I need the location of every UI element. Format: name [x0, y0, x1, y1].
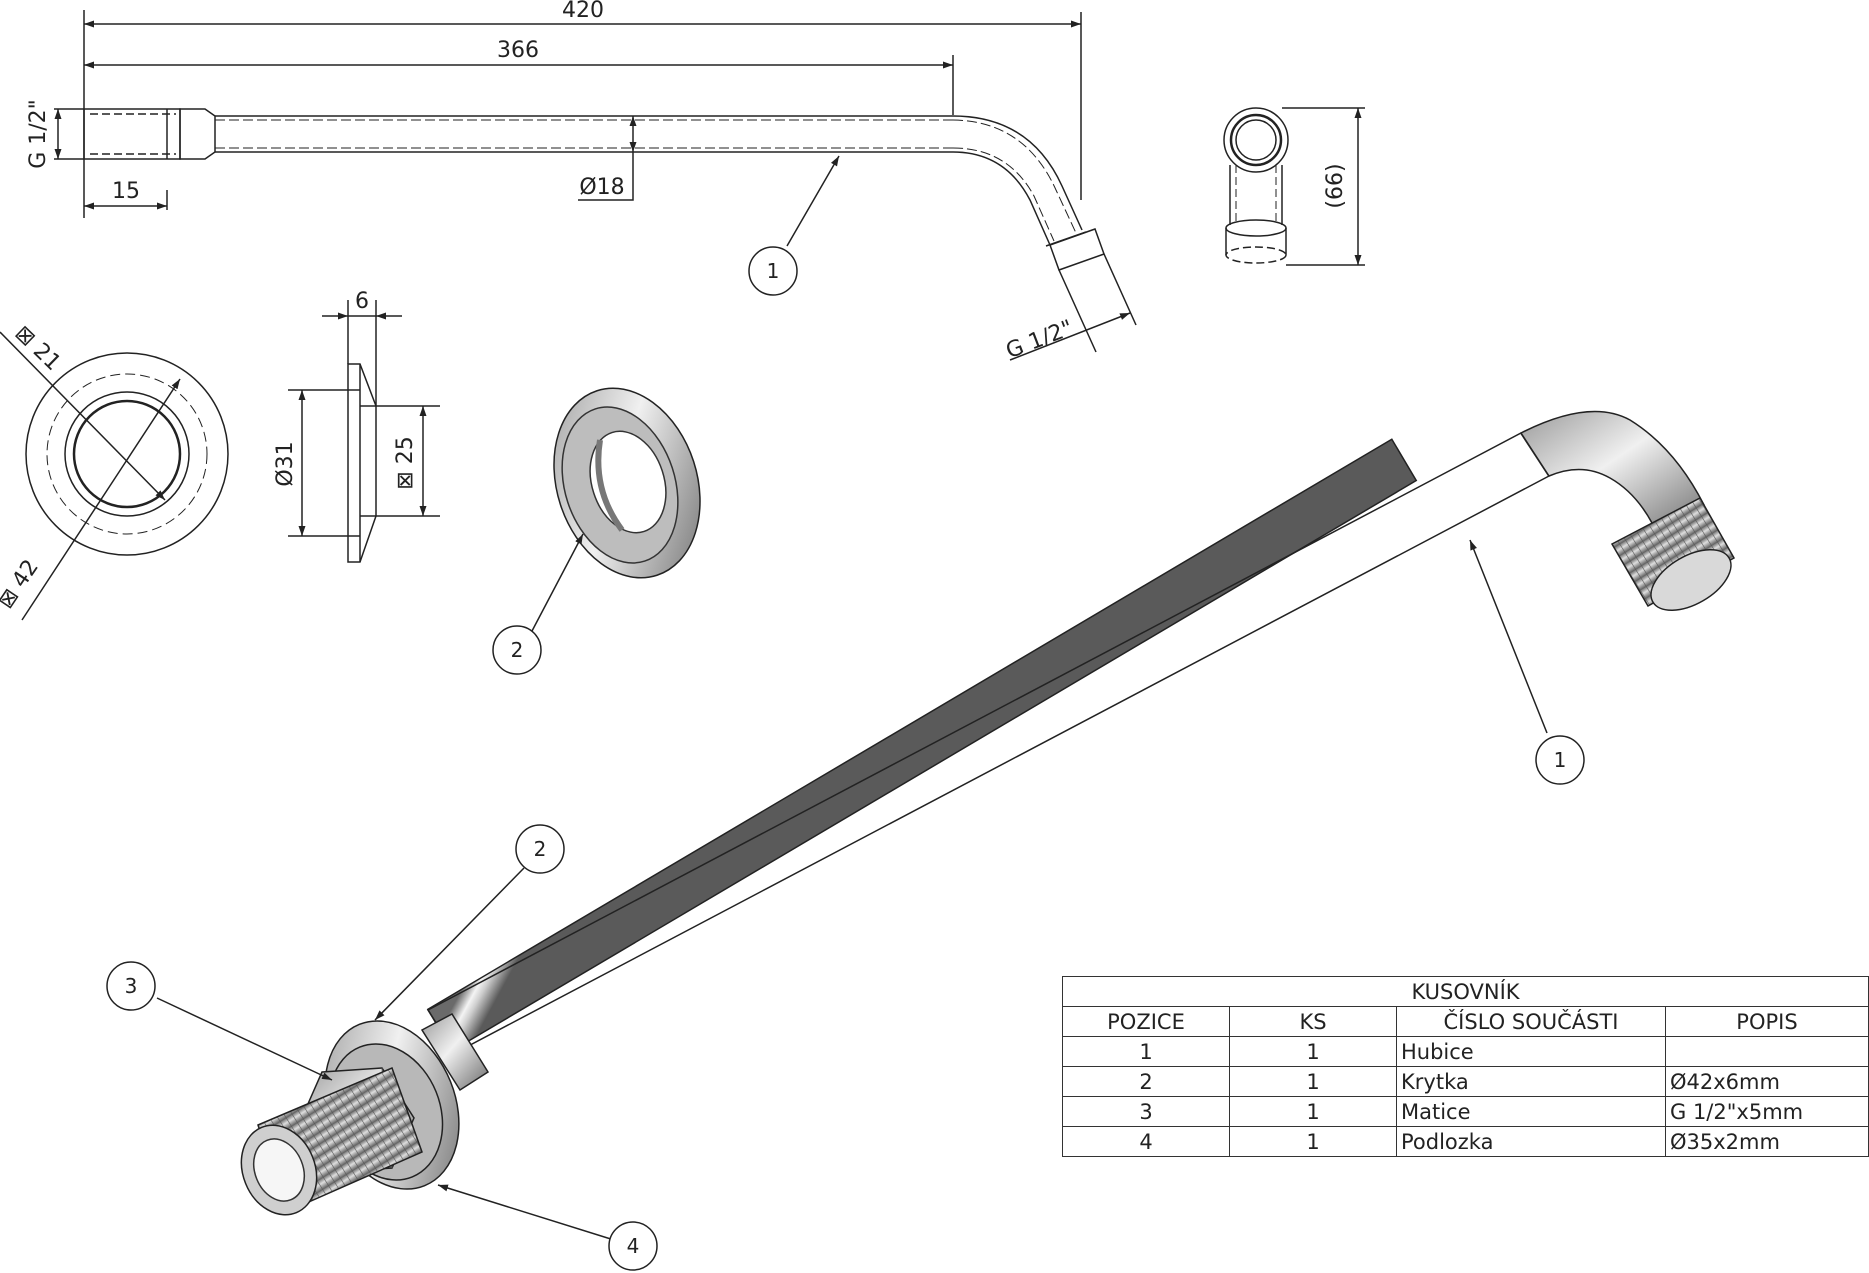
bom-cell-desc: G 1/2"x5mm [1665, 1096, 1869, 1127]
dim-cover-outer: ⊠ 42 [0, 555, 44, 613]
bom-title: KUSOVNÍK [1062, 976, 1869, 1007]
bom-header-row: POZICE KS ČÍSLO SOUČÁSTI POPIS [1062, 1006, 1869, 1037]
dim-cover-d31: Ø31 [273, 441, 298, 486]
dim-pipe-diameter: Ø18 [579, 175, 624, 200]
dim-thread-length: 15 [112, 179, 140, 204]
end-view [1223, 107, 1365, 266]
dim-cover-d25: ⊠ 25 [393, 436, 418, 489]
balloon-1-top: 1 [748, 246, 798, 296]
svg-text:1: 1 [767, 259, 780, 283]
table-row: 3 1 Matice G 1/2"x5mm [1062, 1096, 1869, 1127]
bom-cell-part: Matice [1396, 1096, 1666, 1127]
bom-title-row: KUSOVNÍK [1062, 976, 1869, 1007]
bom-header-ks: KS [1229, 1006, 1397, 1037]
bom-cell-pos: 3 [1062, 1096, 1230, 1127]
dim-cover-thickness: 6 [355, 289, 369, 314]
svg-text:4: 4 [627, 1234, 640, 1258]
cover-front-view [0, 331, 229, 621]
svg-text:2: 2 [511, 638, 524, 662]
cover-section-view [288, 300, 440, 563]
bom-cell-desc: Ø35x2mm [1665, 1126, 1869, 1157]
balloon-1-iso: 1 [1535, 735, 1585, 785]
svg-text:1: 1 [1554, 748, 1567, 772]
bom-cell-ks: 1 [1229, 1126, 1397, 1157]
bom-header-pozice: POZICE [1062, 1006, 1230, 1037]
side-view [54, 10, 1137, 361]
bom-table: KUSOVNÍK POZICE KS ČÍSLO SOUČÁSTI POPIS … [1062, 976, 1869, 1157]
bom-cell-part: Podlozka [1396, 1126, 1666, 1157]
table-row: 4 1 Podlozka Ø35x2mm [1062, 1126, 1869, 1157]
bom-cell-ks: 1 [1229, 1066, 1397, 1097]
svg-text:3: 3 [125, 974, 138, 998]
bom-cell-pos: 1 [1062, 1036, 1230, 1067]
dim-straight-length: 366 [497, 38, 539, 63]
bom-header-popis: POPIS [1665, 1006, 1869, 1037]
table-row: 2 1 Krytka Ø42x6mm [1062, 1066, 1869, 1097]
balloon-3-iso: 3 [106, 961, 156, 1011]
balloon-2-cover: 2 [492, 625, 542, 675]
bom-cell-part: Krytka [1396, 1066, 1666, 1097]
table-row: 1 1 Hubice [1062, 1036, 1869, 1067]
svg-text:2: 2 [534, 837, 547, 861]
dim-outlet-height: (66) [1323, 163, 1348, 208]
bom-header-part: ČÍSLO SOUČÁSTI [1396, 1006, 1666, 1037]
cover-isometric [531, 387, 701, 632]
bom-cell-desc: Ø42x6mm [1665, 1066, 1869, 1097]
assembly-isometric [156, 410, 1736, 1241]
dim-thread-inlet: G 1/2" [26, 99, 51, 169]
balloon-2-iso: 2 [515, 824, 565, 874]
bom-cell-ks: 1 [1229, 1036, 1397, 1067]
bom-cell-part: Hubice [1396, 1036, 1666, 1067]
balloon-4-iso: 4 [608, 1221, 658, 1271]
dim-overall-length: 420 [562, 0, 604, 23]
bom-cell-ks: 1 [1229, 1096, 1397, 1127]
bom-cell-pos: 2 [1062, 1066, 1230, 1097]
dim-thread-outlet: G 1/2" [1003, 316, 1077, 364]
dim-cover-inner: ⊠ 21 [10, 321, 66, 376]
bom-cell-pos: 4 [1062, 1126, 1230, 1157]
bom-cell-desc [1665, 1036, 1869, 1067]
